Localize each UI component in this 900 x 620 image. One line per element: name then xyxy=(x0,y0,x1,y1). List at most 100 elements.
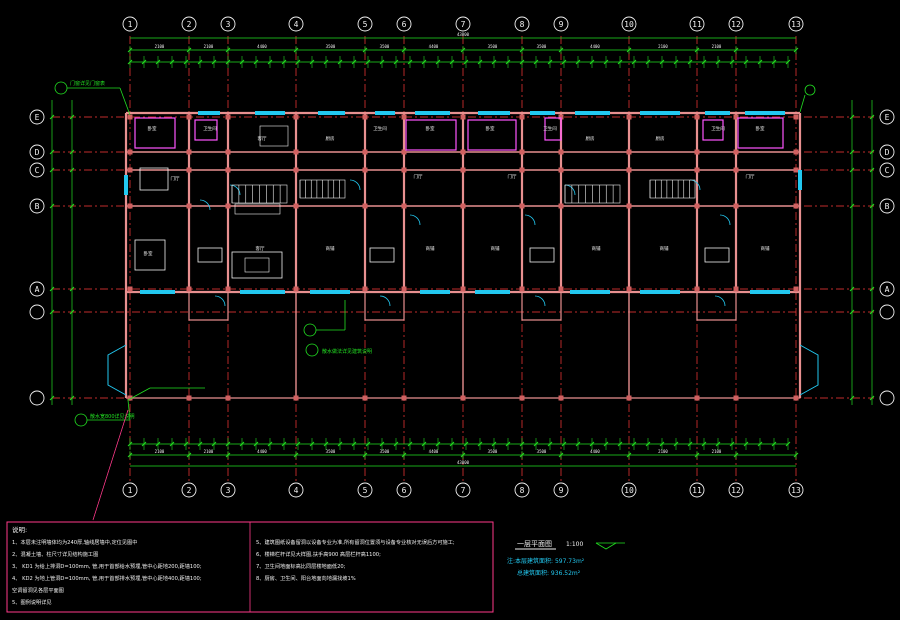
dim-label: 4400 xyxy=(429,44,439,49)
row-bubble-label: C xyxy=(885,166,890,175)
drawing-title: 一层平面图 xyxy=(517,540,552,548)
col-bubble-label: 7 xyxy=(461,20,466,29)
area-note-1: 注:本层建筑面积: 597.73m² xyxy=(507,557,585,565)
col-bubble-label: 3 xyxy=(226,20,231,29)
row-bubble-label: D xyxy=(885,148,890,157)
callout-mid: 散水做法详见建筑说明 xyxy=(322,348,372,355)
window xyxy=(240,290,285,294)
dim-label: 2100 xyxy=(658,44,668,49)
row-bubble-label: B xyxy=(35,202,40,211)
col-bubble-label: 5 xyxy=(363,20,368,29)
dim-label: 3500 xyxy=(380,449,390,454)
note-line: 空调留洞见各层平面图 xyxy=(12,586,64,594)
row-bubble-label: E xyxy=(35,113,40,122)
col-bubble-label: 8 xyxy=(520,486,525,495)
callout-left-top: 门窗详见门窗表 xyxy=(70,80,105,87)
note-line: 2、混凝土墙、柱尺寸详见结构施工图 xyxy=(12,550,98,558)
window xyxy=(575,111,610,115)
dim-label: 3500 xyxy=(537,44,547,49)
row-bubble-label: C xyxy=(35,166,40,175)
col-bubble-label: 5 xyxy=(363,486,368,495)
dim-label: 2100 xyxy=(204,449,214,454)
col-bubble-label: 13 xyxy=(791,486,801,495)
note-line: 8、厨房、卫生间、阳台地面向地漏找坡1% xyxy=(256,574,356,582)
room-label: 门厅 xyxy=(171,175,180,182)
room-tag xyxy=(529,247,555,263)
room-label: 厨房 xyxy=(326,135,335,142)
dim-label: 3500 xyxy=(488,449,498,454)
room-label: 卫生间 xyxy=(373,125,387,132)
dim-label: 2100 xyxy=(658,449,668,454)
room-label: 卧室 xyxy=(756,125,765,132)
dim-label: 2100 xyxy=(155,44,165,49)
dim-label: 4400 xyxy=(590,449,600,454)
room-tag xyxy=(369,247,395,263)
dimension-lines: 2100 2100 4400 3500 3500 4400 3500 3500 4400 2100… xyxy=(49,32,875,467)
col-bubble-label: 11 xyxy=(692,20,702,29)
level-marker-icon xyxy=(595,542,617,550)
row-bubble-label: D xyxy=(35,148,40,157)
window xyxy=(478,111,510,115)
col-bubble-label: 1 xyxy=(128,20,133,29)
col-bubble-label: 1 xyxy=(128,486,133,495)
room-label: 厨房 xyxy=(586,135,595,142)
dim-label: 4400 xyxy=(429,449,439,454)
col-bubble-label: 9 xyxy=(559,20,564,29)
notes-heading: 说明: xyxy=(12,525,27,534)
window xyxy=(415,111,450,115)
note-line: 5、建筑图纸设备留洞以设备专业为准,所有留洞位置须与设备专业核对无误后方可施工; xyxy=(256,538,455,546)
col-bubble-label: 8 xyxy=(520,20,525,29)
notes-left: 1、本层未注明墙体均为240厚,轴线居墙中,定位见图中 2、混凝土墙、柱尺寸详见结… xyxy=(12,538,202,606)
window xyxy=(420,290,450,294)
dim-total: 43800 xyxy=(457,460,470,465)
room-tag xyxy=(197,247,223,263)
room-label: 客厅 xyxy=(256,245,265,252)
row-bubble-label: B xyxy=(885,202,890,211)
room-label: 卧室 xyxy=(144,250,153,257)
dim-label: 2100 xyxy=(712,44,722,49)
window xyxy=(750,290,790,294)
room-label: 商铺 xyxy=(660,245,669,252)
notes-table: 说明: 1、本层未注明墙体均为240厚,轴线居墙中,定位见图中 2、混凝土墙、柱尺… xyxy=(6,521,494,613)
room-label: 门厅 xyxy=(746,173,755,180)
window xyxy=(310,290,350,294)
dim-label: 3500 xyxy=(488,44,498,49)
col-bubble-label: 12 xyxy=(731,20,741,29)
room-label: 商铺 xyxy=(761,245,770,252)
room-label: 卫生间 xyxy=(711,125,725,132)
col-bubble-label: 10 xyxy=(624,486,634,495)
room-label: 商铺 xyxy=(326,245,335,252)
dim-label: 2100 xyxy=(204,44,214,49)
window xyxy=(570,290,610,294)
window xyxy=(140,290,175,294)
callouts: 门窗详见门窗表 散水做法详见建筑说明 散水宽800详见说明 xyxy=(54,80,816,521)
room-label: 商铺 xyxy=(491,245,500,252)
dim-label: 4400 xyxy=(257,44,267,49)
note-line: 3、 KD1 为给上排洞D=100mm, 管,用于首部给水预埋,管中心距地200… xyxy=(12,562,202,570)
room-label: 商铺 xyxy=(426,245,435,252)
room-label: 商铺 xyxy=(592,245,601,252)
dim-total: 43800 xyxy=(457,32,470,37)
window xyxy=(640,290,680,294)
room-label: 卧室 xyxy=(486,125,495,132)
window xyxy=(318,111,345,115)
room-label: 卫生间 xyxy=(203,125,217,132)
col-bubble-label: 6 xyxy=(402,486,407,495)
window xyxy=(198,111,220,115)
col-bubble-label: 4 xyxy=(294,486,299,495)
window xyxy=(255,111,285,115)
note-line: 1、本层未注明墙体均为240厚,轴线居墙中,定位见图中 xyxy=(12,538,137,546)
col-bubble-label: 4 xyxy=(294,20,299,29)
row-bubble-label: A xyxy=(885,285,890,294)
note-line: 4、 KD2 为地上管洞D=100mm, 管,用于首部排水预埋,管中心距地400… xyxy=(12,574,202,582)
room-label: 客厅 xyxy=(258,135,267,142)
window xyxy=(375,111,395,115)
window xyxy=(705,111,730,115)
window xyxy=(530,111,555,115)
col-bubble-label: 2 xyxy=(187,486,192,495)
col-bubble-label: 9 xyxy=(559,486,564,495)
room-label: 卧室 xyxy=(148,125,157,132)
callout-left-bottom: 散水宽800详见说明 xyxy=(90,413,135,420)
dim-label: 3500 xyxy=(537,449,547,454)
